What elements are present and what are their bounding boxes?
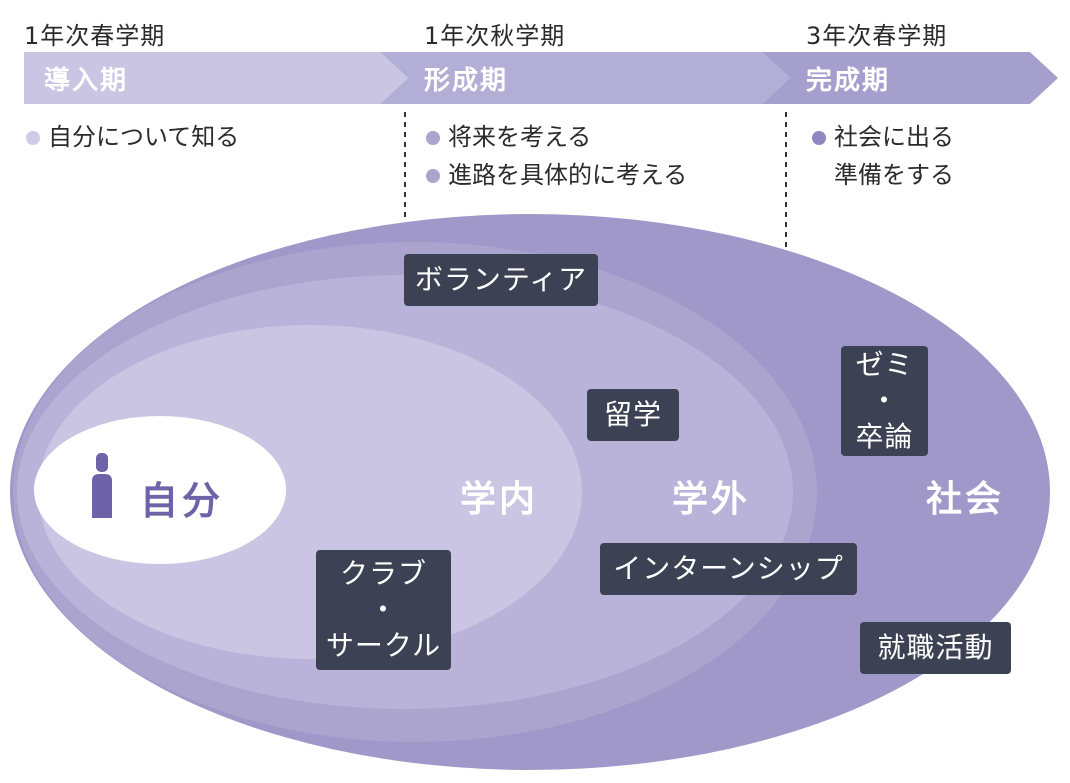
activity-seminar-thesis: ゼミ ・ 卒論: [841, 346, 928, 456]
activity-study-abroad-label: 留学: [603, 398, 662, 431]
zone-label-outside: 学外: [672, 479, 751, 520]
goal-item-continued: 準備をする: [834, 161, 954, 189]
zone-self: [34, 416, 286, 564]
activity-club-line2: ・: [368, 593, 398, 626]
phase-term-1: 1年次春学期: [24, 22, 166, 50]
zone-label-self: 自分: [140, 479, 225, 523]
stage-name-introduction: 導入期: [44, 66, 129, 96]
activity-seminar-line2: ・: [869, 384, 899, 417]
stage-arrow-introduction: [24, 52, 408, 104]
activity-club-circle: クラブ ・ サークル: [316, 550, 451, 670]
goals-formation: 将来を考える 進路を具体的に考える: [426, 118, 687, 194]
zone-label-campus: 学内: [460, 479, 539, 520]
activity-seminar-line1: ゼミ: [855, 348, 914, 381]
goal-item: 進路を具体的に考える: [426, 156, 687, 194]
zone-label-society: 社会: [926, 479, 1005, 520]
goal-item: 社会に出る: [812, 118, 954, 156]
stage-arrow-formation: [380, 52, 790, 104]
activity-job-hunting-label: 就職活動: [877, 631, 994, 664]
activity-volunteer-label: ボランティア: [414, 263, 588, 296]
activity-internship-label: インターンシップ: [613, 552, 844, 585]
phase-term-3: 3年次春学期: [806, 22, 948, 50]
goals-completion: 社会に出る 準備をする: [812, 118, 954, 194]
activity-seminar-line3: 卒論: [855, 420, 914, 453]
stage-name-completion: 完成期: [806, 66, 891, 96]
goal-item: 自分について知る: [26, 118, 239, 156]
goals-introduction: 自分について知る: [26, 118, 239, 156]
stage-name-formation: 形成期: [424, 66, 509, 96]
phase-term-2: 1年次秋学期: [424, 22, 566, 50]
activity-job-hunting: 就職活動: [860, 622, 1011, 674]
person-icon: [92, 453, 112, 518]
stage-arrow-completion: [762, 52, 1058, 104]
goal-item: 将来を考える: [426, 118, 687, 156]
activity-internship: インターンシップ: [600, 543, 857, 595]
activity-club-line3: サークル: [325, 629, 442, 662]
activity-study-abroad: 留学: [587, 389, 679, 441]
activity-club-line1: クラブ: [339, 557, 427, 590]
activity-volunteer: ボランティア: [404, 254, 598, 306]
